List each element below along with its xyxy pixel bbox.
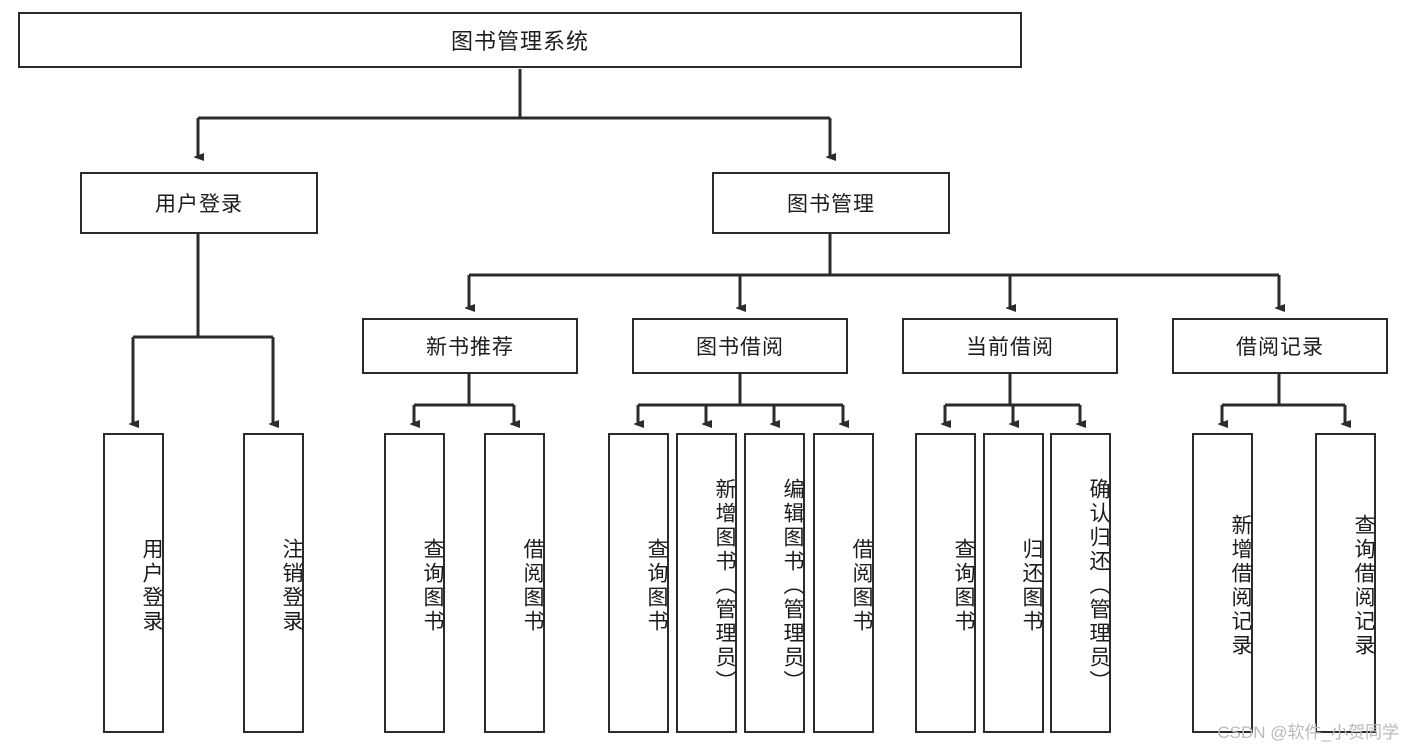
node-user-login[interactable]: 用户登录: [80, 172, 318, 234]
node-leaf-query-book-current[interactable]: 查询图书: [915, 433, 976, 733]
node-borrow-record[interactable]: 借阅记录: [1172, 318, 1388, 374]
node-label: 图书管理系统: [450, 29, 589, 54]
node-leaf-return-book[interactable]: 归还图书: [983, 433, 1044, 733]
node-root-book-management-system[interactable]: 图书管理系统: [18, 12, 1022, 68]
node-leaf-query-borrow-record[interactable]: 查询借阅记录: [1315, 433, 1376, 733]
node-book-manage[interactable]: 图书管理: [712, 172, 950, 234]
node-label: 新书推荐: [426, 336, 514, 359]
node-label: 归还图书: [1020, 538, 1043, 634]
node-current-borrow[interactable]: 当前借阅: [902, 318, 1118, 374]
node-label: 查询借阅记录: [1352, 514, 1375, 658]
node-leaf-borrow-book-recommendation[interactable]: 借阅图书: [484, 433, 545, 733]
node-label: 查询图书: [645, 538, 668, 634]
csdn-watermark: CSDN @软件_小贺同学: [1217, 723, 1399, 742]
node-leaf-query-book-recommendation[interactable]: 查询图书: [384, 433, 445, 733]
node-leaf-logout[interactable]: 注销登录: [243, 433, 304, 733]
node-leaf-confirm-return-admin[interactable]: 确认归还（管理员）: [1050, 433, 1111, 733]
node-leaf-borrow-book[interactable]: 借阅图书: [813, 433, 874, 733]
node-label: 确认归还（管理员）: [1087, 478, 1110, 694]
node-label: 用户登录: [155, 193, 243, 216]
node-label: 新增图书（管理员）: [713, 478, 736, 694]
node-new-book-recommendation[interactable]: 新书推荐: [362, 318, 578, 374]
node-label: 借阅图书: [521, 538, 544, 634]
node-label: 查询图书: [421, 538, 444, 634]
node-label: 借阅图书: [850, 538, 873, 634]
node-label: 新增借阅记录: [1229, 514, 1252, 658]
node-leaf-edit-book-admin[interactable]: 编辑图书（管理员）: [744, 433, 805, 733]
node-book-borrow[interactable]: 图书借阅: [632, 318, 848, 374]
node-label: 查询图书: [952, 538, 975, 634]
node-label: 当前借阅: [966, 336, 1054, 359]
node-leaf-add-book-admin[interactable]: 新增图书（管理员）: [676, 433, 737, 733]
node-label: 图书借阅: [696, 336, 784, 359]
node-label: 编辑图书（管理员）: [781, 478, 804, 694]
node-leaf-add-borrow-record[interactable]: 新增借阅记录: [1192, 433, 1253, 733]
node-label: 用户登录: [140, 538, 163, 634]
node-leaf-query-book-borrow[interactable]: 查询图书: [608, 433, 669, 733]
node-leaf-user-login[interactable]: 用户登录: [103, 433, 164, 733]
node-label: 借阅记录: [1236, 336, 1324, 359]
node-label: 图书管理: [787, 193, 875, 216]
node-label: 注销登录: [280, 538, 303, 634]
